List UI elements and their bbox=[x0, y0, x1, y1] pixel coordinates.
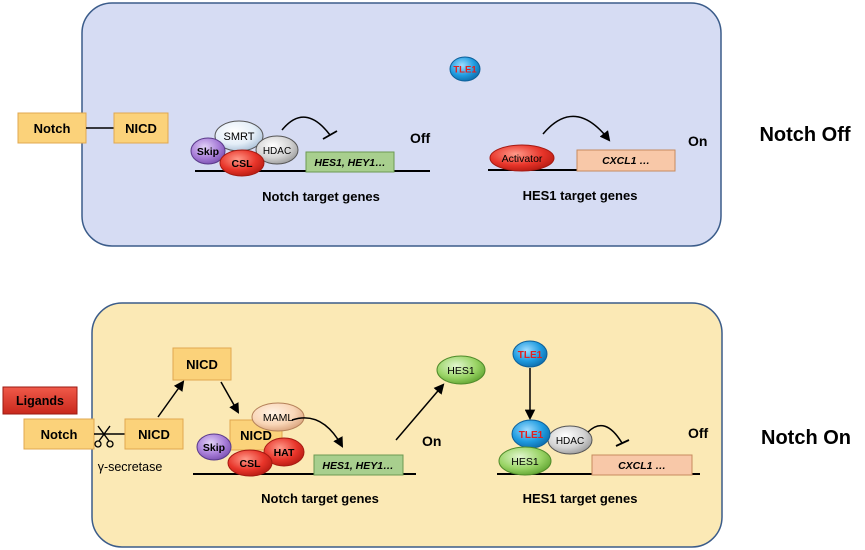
repression-arc bbox=[281, 116, 331, 136]
notch-on-side-label: Notch On bbox=[761, 427, 851, 449]
notch-target-state: Off bbox=[410, 130, 431, 146]
csl-label: CSL bbox=[232, 158, 254, 170]
skip-label-on: Skip bbox=[203, 442, 225, 454]
nicd-membrane-label: NICD bbox=[138, 427, 170, 442]
hes1-target-gene-box bbox=[576, 149, 676, 172]
hdac-label: HDAC bbox=[263, 146, 291, 157]
hes1-target-gene-box-on bbox=[591, 454, 693, 476]
repression-arc-on bbox=[587, 424, 623, 444]
activator-oval bbox=[489, 144, 555, 172]
release-arrow bbox=[157, 380, 185, 418]
notch-receptor-box bbox=[17, 112, 87, 144]
tle1-free-label: TLE1 bbox=[453, 65, 477, 76]
skip-label: Skip bbox=[197, 146, 219, 158]
hat-label: HAT bbox=[274, 447, 295, 459]
notch-target-genes-text-on: HES1, HEY1… bbox=[322, 460, 393, 472]
tle1-free-label-on: TLE1 bbox=[518, 350, 543, 361]
notch-target-gene-box-on bbox=[313, 454, 404, 476]
hes1-free-label: HES1 bbox=[447, 365, 475, 377]
hes1-target-state: On bbox=[688, 133, 707, 149]
skip-oval-on bbox=[196, 433, 232, 461]
notch-on-panel: Ligands Notch γ-secretase NICD NICD NICD… bbox=[2, 302, 723, 548]
translocation-arrow bbox=[220, 381, 240, 414]
nicd-box bbox=[113, 112, 169, 144]
hes1-free-oval bbox=[436, 355, 486, 385]
hes1-target-state-on: Off bbox=[688, 425, 709, 441]
hes1-target-genes-text-on: CXCL1 … bbox=[618, 460, 666, 472]
maml-label: MAML bbox=[263, 412, 293, 424]
activation-arc bbox=[542, 115, 611, 142]
notch-off-panel: Notch NICD TLE1 SMRT Skip HDAC CSL HES1,… bbox=[17, 2, 722, 247]
ligands-label: Ligands bbox=[16, 394, 64, 408]
hes1-bound-label: HES1 bbox=[511, 456, 539, 468]
activator-label: Activator bbox=[502, 153, 543, 165]
scissors-icon bbox=[94, 425, 114, 448]
smrt-label: SMRT bbox=[224, 131, 255, 143]
notch-target-genes-text: HES1, HEY1… bbox=[314, 157, 385, 169]
repression-bar bbox=[322, 130, 338, 140]
hes1-target-caption-on: HES1 target genes bbox=[523, 491, 638, 506]
nicd-complex-label: NICD bbox=[240, 428, 272, 443]
hdac-label-on: HDAC bbox=[556, 436, 584, 447]
nicd-label: NICD bbox=[125, 121, 157, 136]
nicd-free-label: NICD bbox=[186, 357, 218, 372]
hes1-bound-oval bbox=[498, 446, 552, 476]
repression-bar-on bbox=[615, 439, 630, 447]
csl-label-on: CSL bbox=[240, 458, 262, 470]
skip-oval bbox=[190, 137, 226, 165]
notch-target-state-on: On bbox=[422, 433, 441, 449]
notch-off-side-label: Notch Off bbox=[759, 124, 850, 146]
activation-arc-on bbox=[291, 417, 344, 448]
notch-target-gene-box bbox=[305, 151, 395, 173]
notch-label: Notch bbox=[34, 121, 71, 136]
hat-oval bbox=[263, 437, 305, 467]
csl-oval-on bbox=[227, 449, 273, 477]
notch-label-on: Notch bbox=[41, 427, 78, 442]
tle1-free-oval-on bbox=[512, 340, 548, 368]
notch-target-caption-on: Notch target genes bbox=[261, 491, 379, 506]
nicd-free-box bbox=[172, 347, 232, 381]
hes1-target-caption: HES1 target genes bbox=[523, 188, 638, 203]
hdac-oval bbox=[255, 135, 299, 165]
csl-oval bbox=[219, 149, 265, 177]
tle1-free-oval bbox=[449, 56, 481, 82]
gamma-secretase-label: γ-secretase bbox=[98, 460, 163, 474]
maml-oval bbox=[251, 402, 305, 432]
hes1-target-genes-text: CXCL1 … bbox=[602, 155, 650, 167]
tle1-bound-label: TLE1 bbox=[519, 430, 544, 441]
nicd-membrane-box bbox=[124, 418, 184, 450]
notch-receptor-box-on bbox=[23, 418, 95, 450]
notch-target-caption: Notch target genes bbox=[262, 189, 380, 204]
hes1-induction-arrow bbox=[395, 383, 445, 441]
ligands-box bbox=[2, 386, 78, 415]
